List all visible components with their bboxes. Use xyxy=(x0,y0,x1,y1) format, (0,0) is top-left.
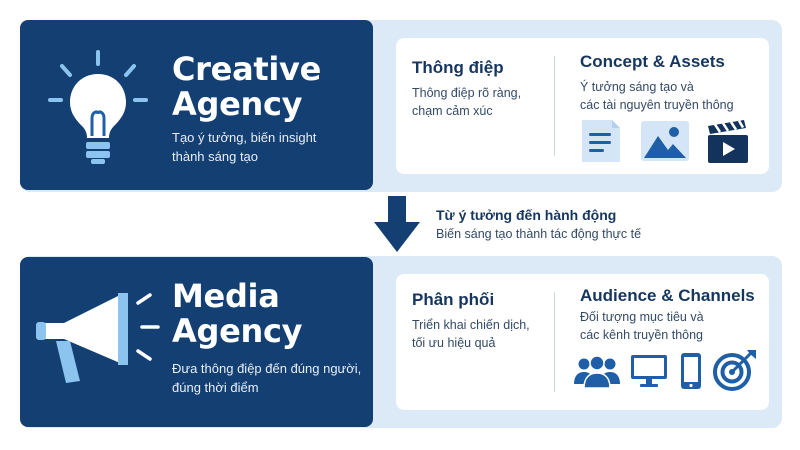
concept-assets-description: Ý tưởng sáng tạo và các tài nguyên truyề… xyxy=(580,80,734,112)
media-agency-panel: Media Agency Đưa thông điệp đến đúng ngư… xyxy=(20,257,373,427)
message-heading: Thông điệp xyxy=(412,58,504,77)
clapperboard-icon xyxy=(708,120,748,163)
smartphone-icon xyxy=(681,353,701,389)
lightbulb-icon xyxy=(48,50,148,164)
column-divider xyxy=(554,56,555,156)
arrow-down-icon xyxy=(374,196,420,252)
audience-channels-heading: Audience & Channels xyxy=(580,286,755,305)
distribution-description: Triển khai chiến dịch, tối ưu hiệu quả xyxy=(412,318,530,350)
people-icon xyxy=(574,355,620,388)
image-icon xyxy=(641,121,689,161)
message-description: Thông điệp rõ ràng, chạm cảm xúc xyxy=(412,86,522,118)
creative-details-card: Thông điệp Thông điệp rõ ràng, chạm cảm … xyxy=(396,38,769,174)
media-agency-description: Đưa thông điệp đến đúng người, đúng thời… xyxy=(172,361,362,395)
media-details-card: Phân phối Triển khai chiến dịch, tối ưu … xyxy=(396,274,769,410)
target-icon xyxy=(713,350,756,391)
transition-subtitle: Biến sáng tạo thành tác động thực tế xyxy=(436,227,642,241)
media-agency-title: Media Agency xyxy=(172,277,303,350)
distribution-heading: Phân phối xyxy=(412,290,495,309)
concept-assets-heading: Concept & Assets xyxy=(580,52,725,71)
document-icon xyxy=(582,120,620,162)
megaphone-icon xyxy=(36,293,160,383)
column-divider xyxy=(554,292,555,392)
creative-agency-description: Tạo ý tưởng, biến insight thành sáng tạo xyxy=(172,130,317,164)
creative-agency-panel: Creative Agency Tạo ý tưởng, biến insigh… xyxy=(20,20,373,190)
creative-agency-title: Creative Agency xyxy=(172,50,321,123)
monitor-icon xyxy=(631,355,667,387)
transition-title: Từ ý tưởng đến hành động xyxy=(436,207,617,223)
audience-channels-description: Đối tượng mục tiêu và các kênh truyền th… xyxy=(580,310,704,342)
